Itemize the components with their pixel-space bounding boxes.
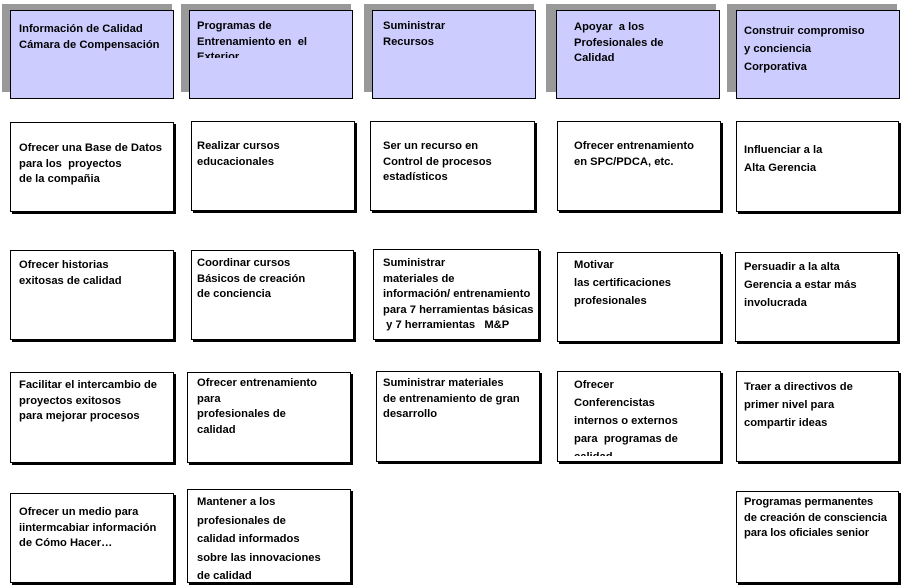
item-card	[736, 121, 899, 212]
item-card	[191, 250, 354, 340]
item-card	[10, 372, 174, 463]
column-header	[372, 10, 536, 99]
column-header	[10, 10, 174, 99]
item-text: Persuadir a la alta Gerencia a estar más…	[744, 261, 857, 309]
item-card	[735, 252, 898, 342]
item-text: Ofrecer un medio para iintermcabiar info…	[19, 506, 157, 549]
item-card	[557, 371, 721, 462]
column-header	[736, 10, 900, 99]
item-text: Influenciar a la Alta Gerencia	[744, 144, 823, 174]
item-card	[10, 493, 174, 583]
item-text: Facilitar el intercambio de proyectos ex…	[19, 379, 158, 422]
item-text: Ser un recurso en Control de procesos es…	[383, 140, 492, 180]
item-text: Ofrecer entrenamiento para profesionales…	[197, 377, 317, 436]
item-card	[557, 121, 721, 211]
item-card	[370, 121, 535, 211]
item-text: Ofrecer una Base de Datos para los proye…	[19, 142, 163, 185]
item-text: Mantener a los profesionales de calidad …	[197, 496, 321, 581]
item-card	[187, 372, 351, 463]
item-text: Ofrecer Conferencistas internos o extern…	[574, 379, 678, 456]
item-card	[10, 250, 174, 340]
item-card	[557, 252, 721, 342]
column-header-text: Suministrar Recursos	[383, 20, 446, 48]
item-text: Traer a directivos de primer nivel para …	[744, 381, 853, 429]
item-card	[187, 489, 351, 583]
item-card	[373, 249, 539, 340]
item-text: Motivar las certificaciones profesionale…	[574, 259, 672, 307]
item-text: Programas permanentes de creación de con…	[744, 496, 887, 539]
item-text: Coordinar cursos Básicos de creación de …	[197, 257, 306, 300]
item-text: Suministrar materiales de información/ e…	[383, 257, 534, 331]
item-text: Ofrecer historias exitosas de calidad	[19, 259, 122, 287]
item-card	[736, 371, 899, 462]
item-text: Suministrar materiales de entrenamiento …	[383, 377, 520, 420]
column-header-text: Información de Calidad Cámara de Compens…	[19, 23, 160, 51]
item-text: Realizar cursos educacionales	[197, 140, 280, 168]
column-header	[189, 10, 353, 99]
column-header-text: Programas de Entrenamiento en el Exterio…	[197, 20, 308, 58]
column-header-text: Apoyar a los Profesionales de Calidad	[574, 21, 664, 64]
item-card	[191, 121, 355, 211]
item-card	[10, 122, 174, 212]
item-card	[736, 491, 899, 583]
item-card	[376, 371, 540, 462]
item-text: Ofrecer entrenamiento en SPC/PDCA, etc.	[574, 140, 694, 168]
column-header	[556, 10, 720, 99]
column-header-text: Construir compromiso y conciencia Corpor…	[744, 25, 865, 73]
